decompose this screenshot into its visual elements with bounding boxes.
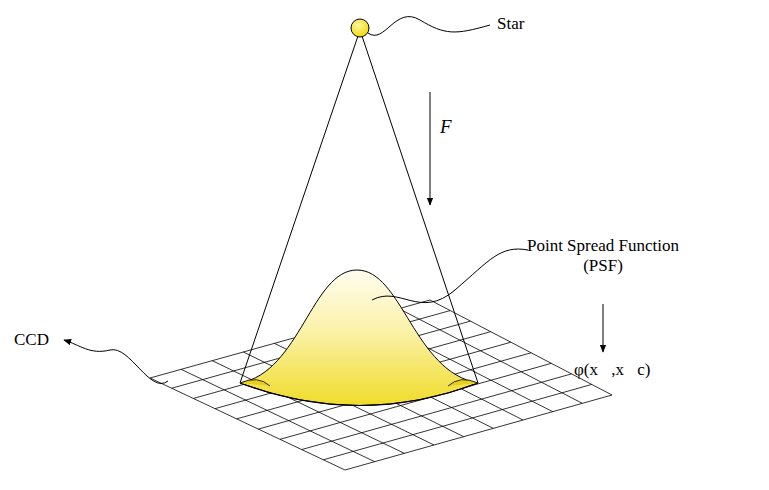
flux-arrow — [430, 92, 431, 205]
star-dot — [351, 19, 369, 37]
leader-line — [372, 249, 528, 303]
flux-symbol: F — [440, 116, 452, 139]
psf-base-edge — [240, 383, 478, 406]
psf-label: Point Spread Function (PSF) — [511, 236, 696, 277]
leader-line — [368, 17, 490, 36]
grid-line — [345, 395, 612, 470]
psf-corner — [240, 380, 270, 386]
psf-corner — [448, 380, 478, 386]
psf-surface — [240, 270, 478, 406]
pointer-arrow — [603, 304, 604, 352]
psf-formula: φ(x⃗,x⃗c) — [574, 360, 650, 380]
grid-line — [430, 300, 612, 395]
ccd-label: CCD — [14, 330, 49, 350]
star-label: Star — [497, 14, 524, 34]
leader-arrow — [64, 340, 168, 383]
